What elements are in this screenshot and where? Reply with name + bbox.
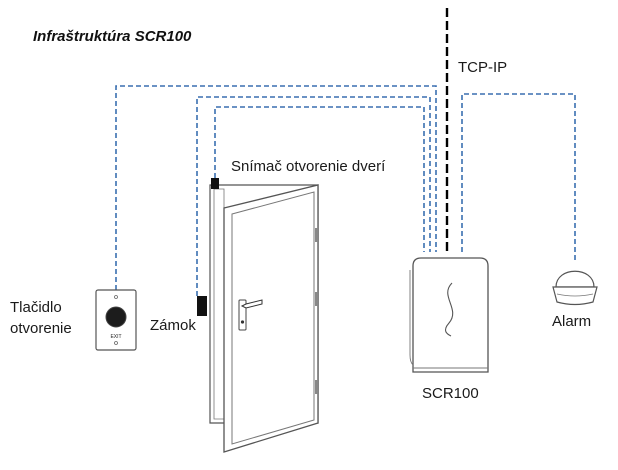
- scr100-device: [409, 257, 489, 373]
- exit-button-label-line2: otvorenie: [10, 320, 72, 337]
- alarm-siren: [552, 270, 598, 306]
- exit-button-text: EXIT: [110, 334, 121, 340]
- exit-button-label-line1: Tlačidlo: [10, 299, 62, 316]
- wire-door-sensor: [214, 106, 425, 252]
- wire-alarm: [461, 93, 576, 262]
- door-handle: [240, 299, 263, 309]
- alarm-label: Alarm: [552, 313, 592, 330]
- wire-exit-button: [115, 85, 437, 290]
- device-label: SCR100: [422, 385, 479, 402]
- lock-label: Zámok: [150, 317, 196, 334]
- reader-wave-icon: [444, 282, 454, 337]
- exit-button: EXIT: [95, 289, 137, 351]
- diagram-title: Infraštruktúra SCR100: [33, 28, 192, 45]
- door-leaf: [223, 184, 319, 453]
- exit-button-label: Tlačidlo otvorenie: [10, 297, 72, 339]
- wire-lock: [196, 96, 431, 296]
- door-sensor-label: Snímač otvorenie dverí: [231, 158, 386, 175]
- tcp-ip-label: TCP-IP: [458, 59, 508, 76]
- wiring: [115, 85, 576, 296]
- lock: [197, 296, 207, 316]
- door-sensor: [211, 178, 219, 189]
